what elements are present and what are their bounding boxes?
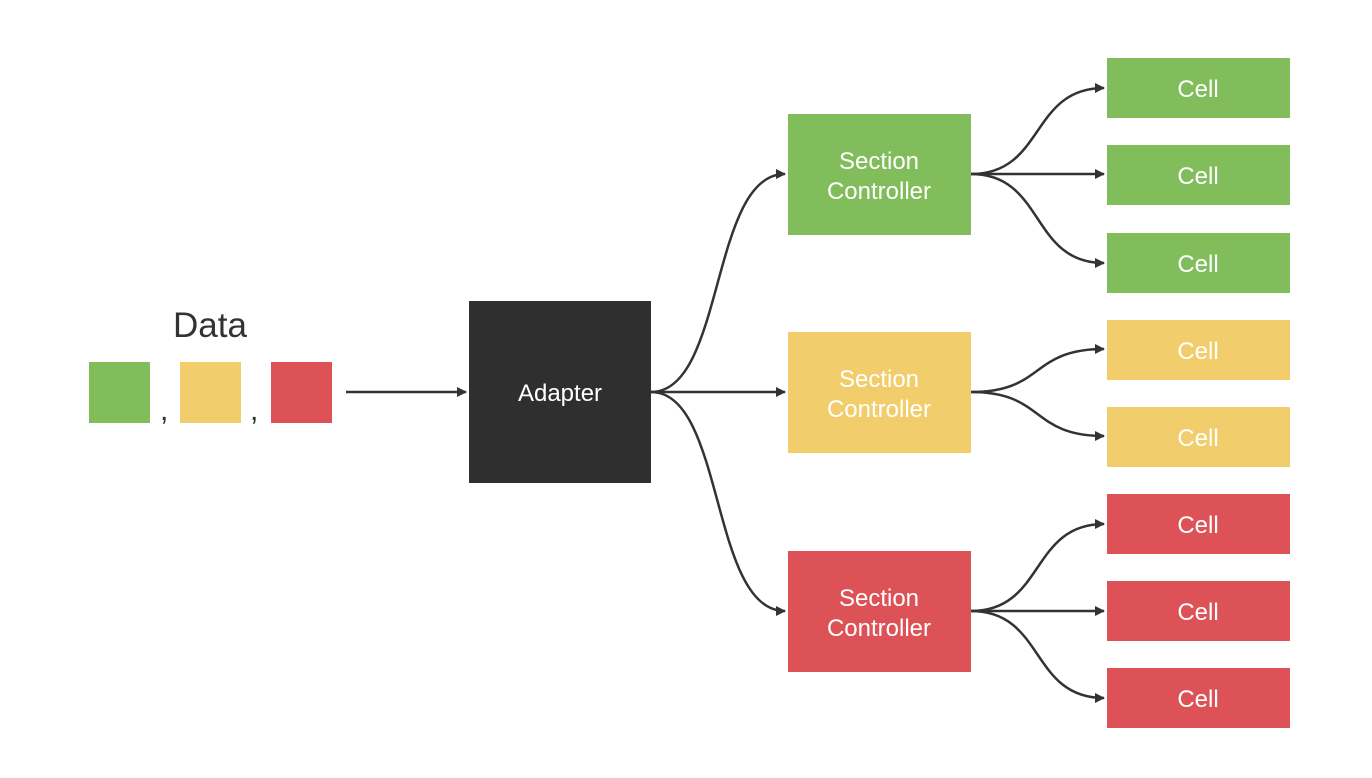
- data-separator: ,: [250, 394, 258, 427]
- cell-node: Cell: [1107, 320, 1290, 380]
- section-controller-1: Section Controller: [788, 114, 971, 235]
- data-item-green: [89, 362, 150, 423]
- section-controller-box: [788, 332, 971, 453]
- section-controller-box: [788, 551, 971, 672]
- section-3-to-cell-1-arrow: [970, 519, 1105, 613]
- section-3-to-cell-3-arrow: [970, 609, 1105, 703]
- cell-node: Cell: [1107, 494, 1290, 554]
- section-2-to-cell-2-arrow: [970, 390, 1105, 441]
- data-item-red: [271, 362, 332, 423]
- section-controller-box: [788, 114, 971, 235]
- cell-node: Cell: [1107, 233, 1290, 293]
- adapter-to-section-3-arrow: [650, 390, 786, 616]
- cell-label: Cell: [1177, 686, 1218, 713]
- section-controller-2: Section Controller: [788, 332, 971, 453]
- data-separator: ,: [160, 394, 168, 427]
- data-group: Data , ,: [89, 306, 332, 427]
- cell-node: Cell: [1107, 581, 1290, 641]
- section-2-to-cell-1-arrow: [970, 344, 1105, 394]
- cell-box: [1107, 581, 1290, 641]
- section-controller-3: Section Controller: [788, 551, 971, 672]
- cell-label: Cell: [1177, 599, 1218, 626]
- section-controller-label-line1: Section: [839, 148, 919, 175]
- cell-node: Cell: [1107, 668, 1290, 728]
- section-controller-label-line2: Controller: [827, 178, 931, 205]
- cell-node: Cell: [1107, 58, 1290, 118]
- section-controller-label-line1: Section: [839, 366, 919, 393]
- cell-label: Cell: [1177, 251, 1218, 278]
- adapter-label: Adapter: [518, 380, 602, 407]
- cell-label: Cell: [1177, 338, 1218, 365]
- cell-node: Cell: [1107, 407, 1290, 467]
- cell-label: Cell: [1177, 425, 1218, 452]
- adapter-node: Adapter: [469, 301, 651, 483]
- adapter-box: [469, 301, 651, 483]
- cell-box: [1107, 668, 1290, 728]
- section-1-to-cell-3-arrow: [970, 172, 1105, 268]
- cell-box: [1107, 494, 1290, 554]
- cell-box: [1107, 145, 1290, 205]
- cell-box: [1107, 320, 1290, 380]
- cell-box: [1107, 407, 1290, 467]
- cell-label: Cell: [1177, 76, 1218, 103]
- cell-label: Cell: [1177, 512, 1218, 539]
- section-controller-label-line1: Section: [839, 585, 919, 612]
- cell-node: Cell: [1107, 145, 1290, 205]
- cell-box: [1107, 58, 1290, 118]
- section-controller-label-line2: Controller: [827, 615, 931, 642]
- section-controller-label-line2: Controller: [827, 396, 931, 423]
- data-title: Data: [173, 306, 247, 345]
- section-1-to-cell-1-arrow: [970, 83, 1105, 176]
- cell-label: Cell: [1177, 163, 1218, 190]
- cell-box: [1107, 233, 1290, 293]
- data-item-yellow: [180, 362, 241, 423]
- adapter-to-section-1-arrow: [650, 169, 786, 394]
